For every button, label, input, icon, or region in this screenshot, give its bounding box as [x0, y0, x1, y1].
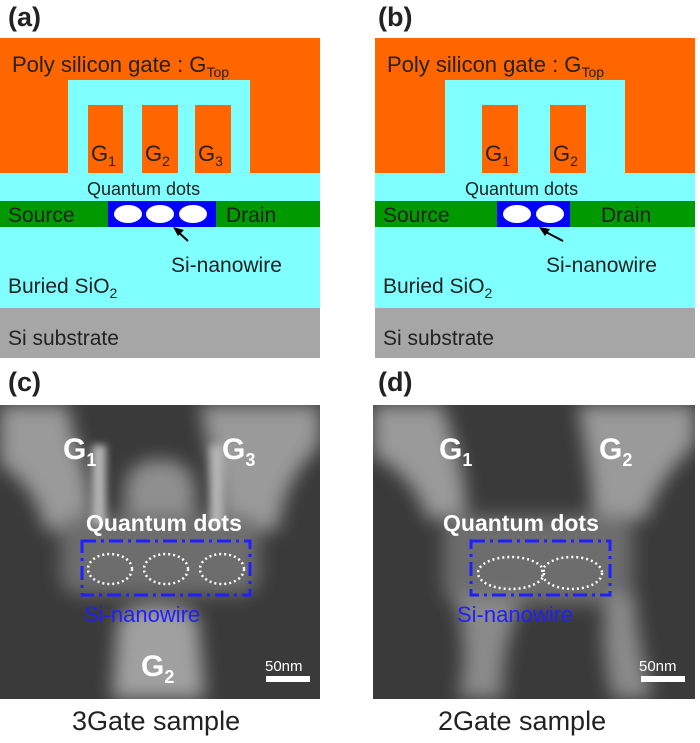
- gate-label-2: G2: [599, 433, 632, 470]
- quantum-dot: [536, 205, 564, 223]
- gate-label-3: G3: [222, 433, 255, 470]
- gate-finger-2: [142, 105, 178, 173]
- scale-bar-label: 50nm: [265, 658, 303, 675]
- quantum-dot-outline: [540, 555, 604, 591]
- drain-label: Drain: [226, 204, 276, 227]
- panel-label-b: (b): [378, 2, 413, 32]
- sem-image-3gate: G1 G3 G2 Quantum dots Si-nanowire 50nm: [0, 405, 320, 699]
- nanowire-arrowhead: [539, 227, 550, 236]
- quantum-dot: [114, 205, 142, 223]
- nanowire-label: Si-nanowire: [171, 254, 282, 277]
- nanowire-label: Si-nanowire: [546, 254, 657, 277]
- oxide-fill: [0, 80, 320, 308]
- source-label: Source: [383, 204, 450, 227]
- poly-gate-label: Poly silicon gate : GTop: [12, 52, 229, 80]
- gate-label-1: G1: [485, 141, 510, 169]
- substrate-label: Si substrate: [383, 327, 494, 350]
- sem-structures: [373, 405, 695, 699]
- buried-oxide-label: Buried SiO2: [8, 275, 118, 301]
- gate-label-3: G3: [198, 141, 223, 169]
- quantum-dots-label: Quantum dots: [465, 179, 578, 199]
- nanowire-box: [80, 539, 252, 597]
- scale-bar-label: 50nm: [639, 658, 677, 675]
- caption-2gate: 2Gate sample: [438, 706, 607, 736]
- scale-bar: [641, 676, 685, 682]
- sem-image-2gate: G1 G2 Quantum dots Si-nanowire 50nm: [373, 405, 695, 699]
- caption-3gate: 3Gate sample: [72, 706, 241, 736]
- quantum-dots-label: Quantum dots: [86, 510, 242, 536]
- scale-bar: [266, 676, 310, 682]
- panel-label-d: (d): [378, 367, 413, 397]
- nanowire-label: Si-nanowire: [84, 602, 200, 627]
- gate-finger-1: [88, 105, 123, 173]
- quantum-dots-label: Quantum dots: [443, 510, 599, 536]
- gate-label-2: G2: [553, 141, 578, 169]
- quantum-dot-outline: [142, 552, 190, 586]
- quantum-dot: [179, 205, 207, 223]
- nanowire-arrowhead: [173, 227, 184, 236]
- gate-label-1: G1: [91, 141, 116, 169]
- gate-label-2: G2: [145, 141, 170, 169]
- nanowire-label: Si-nanowire: [457, 602, 573, 627]
- panel-label-a: (a): [8, 2, 41, 32]
- drain-label: Drain: [601, 204, 651, 227]
- quantum-dot: [146, 205, 174, 223]
- oxide-fill: [375, 80, 695, 308]
- panel-label-c: (c): [8, 367, 41, 397]
- gate-finger-1: [482, 105, 518, 173]
- gate-label-1: G1: [439, 433, 472, 470]
- schematic-3gate: Poly silicon gate : GTop G1 G2 G3 Quantu…: [0, 38, 320, 358]
- nanowire-box: [469, 539, 612, 597]
- quantum-dots-label: Quantum dots: [87, 179, 200, 199]
- quantum-dot: [503, 205, 531, 223]
- gate-finger-2: [550, 105, 586, 173]
- quantum-dot-outline: [476, 555, 546, 591]
- sem-edge-highlights: [92, 445, 224, 525]
- gate-finger-3: [195, 105, 231, 173]
- schematic-2gate: Poly silicon gate : GTop G1 G2 Quantum d…: [375, 38, 695, 358]
- gate-label-2: G2: [141, 650, 174, 687]
- substrate-layer: [375, 308, 695, 358]
- quantum-dot-outline: [86, 552, 134, 586]
- buried-oxide-label: Buried SiO2: [383, 275, 493, 301]
- poly-gate-label: Poly silicon gate : GTop: [387, 52, 604, 80]
- source-label: Source: [8, 204, 75, 227]
- quantum-dot-outline: [198, 552, 246, 586]
- substrate-label: Si substrate: [8, 327, 119, 350]
- substrate-layer: [0, 308, 320, 358]
- gate-label-1: G1: [63, 433, 96, 470]
